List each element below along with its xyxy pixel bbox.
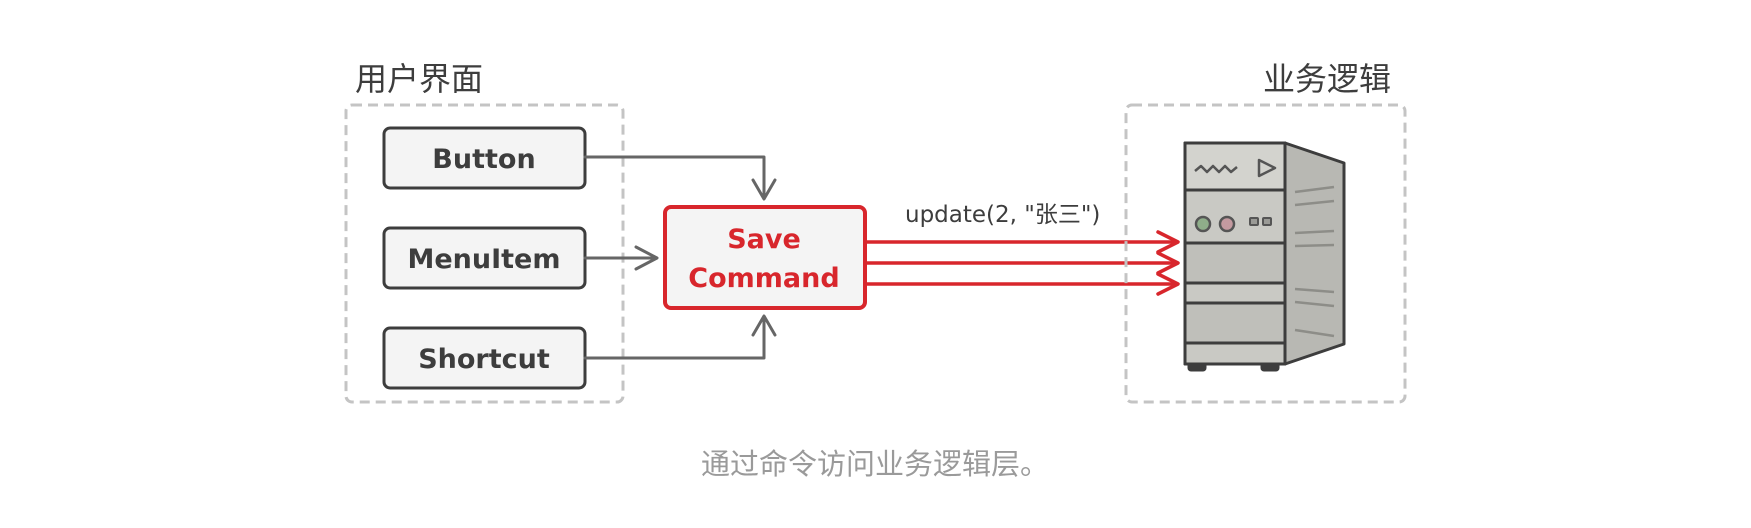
- menuitem-box[interactable]: MenuItem: [382, 226, 587, 290]
- button-connector: [583, 155, 766, 200]
- method-call-label: update(2, "张三"): [905, 202, 1100, 228]
- button-box-label: Button: [432, 144, 535, 175]
- ui-group: 用户界面 Button MenuItem Shortcut: [344, 60, 625, 404]
- call-arrowhead-3: [1156, 272, 1180, 296]
- button-box[interactable]: Button: [382, 126, 587, 190]
- menuitem-arrowhead: [634, 245, 659, 271]
- call-arrowhead-2: [1156, 251, 1180, 275]
- ui-group-border: [344, 103, 625, 404]
- business-group: 业务逻辑: [1124, 60, 1407, 404]
- business-group-border: [1124, 103, 1407, 404]
- command-label-line2: Command: [688, 263, 839, 294]
- command-to-business-arrows: [864, 230, 1180, 296]
- shortcut-box-label: Shortcut: [418, 344, 550, 375]
- ui-to-command-arrows: [583, 155, 777, 360]
- diagram-caption: 通过命令访问业务逻辑层。: [701, 447, 1049, 481]
- button-arrowhead: [751, 178, 777, 201]
- menuitem-box-label: MenuItem: [407, 244, 560, 275]
- business-group-title: 业务逻辑: [1263, 60, 1391, 98]
- server-icon: [1183, 141, 1346, 372]
- shortcut-connector: [583, 315, 766, 360]
- call-arrowhead-1: [1156, 230, 1180, 254]
- ui-group-title: 用户界面: [355, 60, 483, 98]
- save-command-box[interactable]: Save Command: [663, 205, 867, 310]
- shortcut-box[interactable]: Shortcut: [382, 326, 587, 390]
- shortcut-arrowhead: [751, 314, 777, 337]
- command-label-line1: Save: [727, 224, 801, 255]
